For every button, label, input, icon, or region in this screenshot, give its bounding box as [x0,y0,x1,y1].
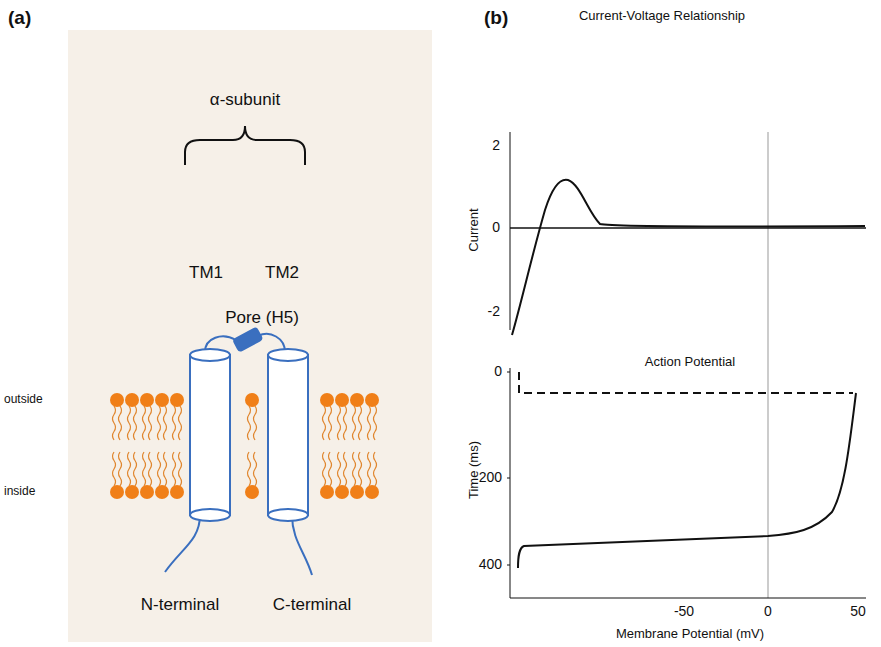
panel-ground [68,30,432,642]
lipid-bilayer [110,393,379,499]
pore-label: Pore (H5) [225,309,299,328]
tick-label: 50 [850,604,866,619]
segment-label: TM2 [265,264,299,283]
tick-label: -50 [674,604,694,619]
tick-label: 0 [494,364,502,379]
channel-protein [165,328,312,575]
axis-title: Time (ms) [467,441,481,499]
tick-label: 400 [479,557,502,572]
tick-label: 2 [492,138,500,153]
side-label: inside [4,485,35,498]
plot-title: Current-Voltage Relationship [579,9,745,23]
axis-title: Current [467,208,481,251]
panel-letter: (a) [8,8,31,29]
ap-plot [507,368,866,598]
subunit-label: α-subunit [210,91,280,110]
subunit-bracket [185,126,305,165]
tick-label: 0 [492,220,500,235]
terminal-label: N-terminal [141,596,219,615]
segment-label: TM1 [189,264,223,283]
terminal-label: C-terminal [273,596,351,615]
tick-label: 200 [479,470,502,485]
iv-plot [510,132,866,598]
panel-letter: (b) [484,8,508,29]
plot-title: Action Potential [645,355,735,369]
axis-title: Membrane Potential (mV) [616,627,764,641]
tick-label: 0 [764,604,772,619]
tick-label: -2 [488,304,500,319]
side-label: outside [4,393,43,406]
